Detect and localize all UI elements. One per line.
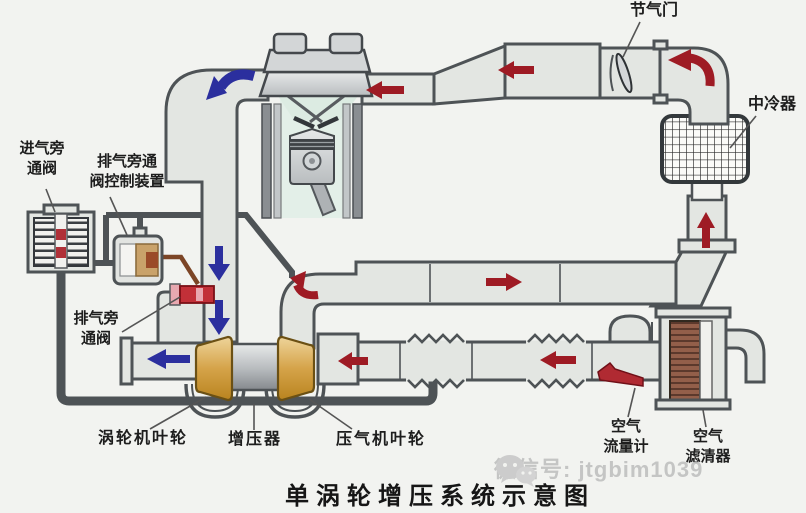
engine-cylinder [258,32,374,219]
compressor-wheel [276,335,316,402]
label-air-flow-meter: 空气 流量计 [594,417,658,457]
wastegate-assembly [112,226,215,306]
exhaust-downpipe [164,68,270,344]
diagram-title: 单涡轮增压系统示意图 [285,483,595,510]
label-turbocharger: 增压器 [227,431,282,448]
label-wastegate-control: 排气旁通 阀控制装置 [74,152,180,192]
top-intake-pipe [360,39,730,126]
label-wastegate-valve: 排气旁 通阀 [64,309,128,349]
intake-flow-arrows-red [290,49,715,370]
label-throttle: 节气门 [629,2,678,19]
label-line: 排气旁通 [96,153,157,170]
label-line: 空气 [610,418,641,435]
filter-element [669,320,701,403]
label-intake-bypass-valve: 进气旁 通阀 [6,139,78,179]
label-line: 流量计 [603,438,649,455]
turbocharger [184,335,326,419]
label-line: 通阀 [26,160,57,177]
cylinder-head [258,70,374,98]
label-line: 阀控制装置 [89,173,165,190]
intercooler [660,114,750,184]
label-line: 滤清器 [685,448,731,465]
label-turbine-wheel: 涡轮机叶轮 [97,430,188,447]
intake-bypass-valve [26,203,96,274]
label-air-filter: 空气 滤清器 [676,427,740,467]
air-flow-meter-housing [608,314,652,344]
label-line: 空气 [692,428,723,445]
actuator-rod [160,254,200,286]
turbine-wheel [194,335,234,402]
air-filter [654,306,766,411]
turbo-shaft [224,342,284,392]
exhaust-outlet [119,290,206,386]
label-intercooler: 中冷器 [747,96,796,113]
label-line: 通阀 [80,330,111,347]
wechat-icon [496,455,536,487]
label-line: 进气旁 [19,140,65,157]
air-flow-meter-vane [597,361,644,387]
label-line: 排气旁 [73,310,119,327]
flow-arrows [147,49,715,370]
leader-lines [45,21,757,430]
throttle-plate [615,52,633,94]
watermark: 微信号: jtgbim1039 [494,452,703,487]
lower-intake-pipe [316,314,670,389]
exhaust-flow-arrows-blue [147,69,256,369]
charge-pipe [279,246,731,350]
label-compressor-wheel: 压气机叶轮 [335,431,426,448]
